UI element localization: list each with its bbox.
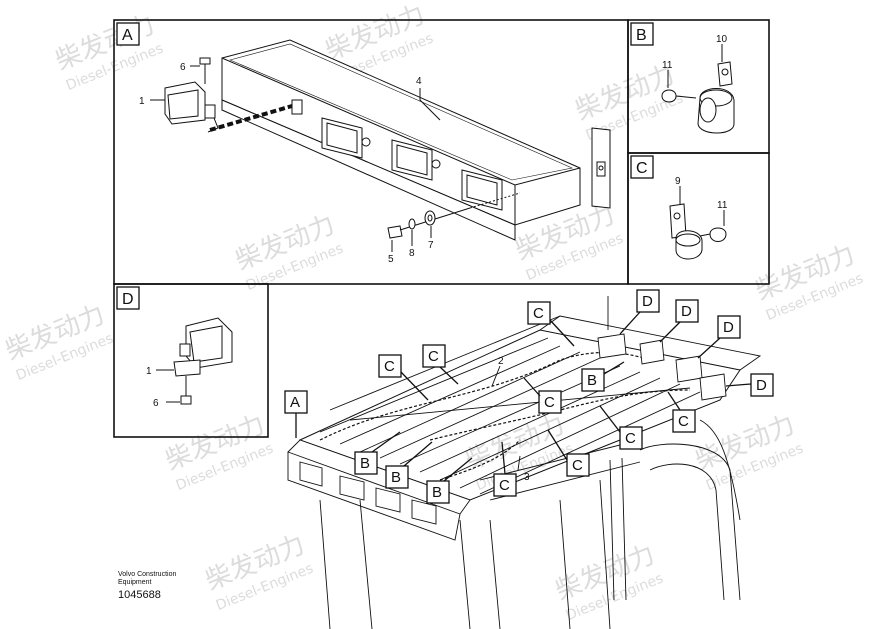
callout-b: B: [385, 441, 433, 489]
callout-c: C: [378, 354, 429, 401]
callout-c: C: [667, 391, 696, 433]
callout-d: D: [619, 289, 660, 335]
callout-c: C: [547, 429, 590, 477]
part-label-6: 6: [180, 62, 186, 73]
part-label-7: 7: [428, 240, 434, 251]
callout-c: C: [527, 301, 575, 347]
panel-b-letter: B: [636, 27, 647, 44]
part-label-1: 1: [139, 96, 145, 107]
svg-text:B: B: [432, 484, 442, 501]
part-label-6: 6: [153, 398, 159, 409]
clamp-b: [661, 61, 735, 134]
svg-text:D: D: [723, 319, 734, 336]
svg-text:C: C: [533, 305, 544, 322]
svg-text:C: C: [499, 477, 510, 494]
panel-a-tag: [116, 22, 140, 46]
callout-c: C: [523, 377, 562, 414]
callout-c: C: [422, 344, 459, 385]
fastener-set: [387, 192, 521, 239]
callout-c: C: [493, 441, 517, 497]
part-label-11: 11: [662, 60, 673, 71]
svg-text:C: C: [384, 358, 395, 375]
callout-b: B: [581, 361, 625, 392]
part-label-11: 11: [717, 200, 728, 211]
callout-d: D: [659, 299, 699, 343]
panel-d-letter: D: [122, 291, 134, 308]
clamp-c: [669, 203, 727, 260]
part-label-1: 1: [146, 366, 152, 377]
callout-d: D: [697, 315, 741, 359]
callout-tags: A C C C C C C: [284, 289, 774, 504]
work-lamp-d: [173, 317, 233, 405]
watermark-layer: 柴发动力 Diesel-Engines 柴发动力 Diesel-Engines …: [1, 0, 865, 624]
footer-company-line1: Volvo Construction: [118, 571, 177, 578]
panel-b: B 11 10: [627, 19, 770, 154]
svg-text:B: B: [360, 455, 370, 472]
svg-text:C: C: [678, 413, 689, 430]
svg-text:D: D: [642, 293, 653, 310]
part-label-4: 4: [416, 76, 422, 87]
part-label-10: 10: [716, 34, 728, 45]
panel-c: C 9 11: [627, 152, 770, 285]
callout-c: C: [599, 405, 643, 450]
svg-text:C: C: [572, 457, 583, 474]
side-lamp: [164, 57, 293, 133]
panel-d: D 1 6: [113, 283, 269, 438]
part-label-9: 9: [675, 176, 681, 187]
part-label-2: 2: [498, 356, 504, 367]
svg-text:A: A: [290, 394, 300, 411]
footer-company-line2: Equipment: [118, 579, 152, 586]
svg-text:C: C: [544, 394, 555, 411]
mount-bracket: [591, 127, 611, 209]
panel-a-leaders: [150, 65, 441, 252]
svg-text:D: D: [681, 303, 692, 320]
part-label-3: 3: [524, 472, 530, 483]
svg-text:C: C: [428, 348, 439, 365]
cab-roof-assembly: [287, 296, 762, 629]
callout-d: D: [725, 373, 774, 397]
callout-b: B: [426, 457, 473, 504]
svg-text:B: B: [391, 469, 401, 486]
part-label-5: 5: [388, 254, 394, 265]
callout-a: A: [284, 390, 308, 438]
callout-b: B: [354, 431, 401, 475]
light-bar-housing: [221, 39, 581, 241]
housing-lamps: [291, 99, 503, 211]
svg-text:B: B: [587, 372, 597, 389]
svg-text:C: C: [625, 430, 636, 447]
cab-light-bar: [287, 439, 471, 541]
panel-c-letter: C: [636, 160, 648, 177]
part-label-8: 8: [409, 248, 415, 259]
panel-a: A: [113, 19, 629, 285]
drawing-number: 1045688: [118, 589, 161, 601]
panel-a-letter: A: [122, 27, 133, 44]
svg-text:D: D: [756, 377, 767, 394]
